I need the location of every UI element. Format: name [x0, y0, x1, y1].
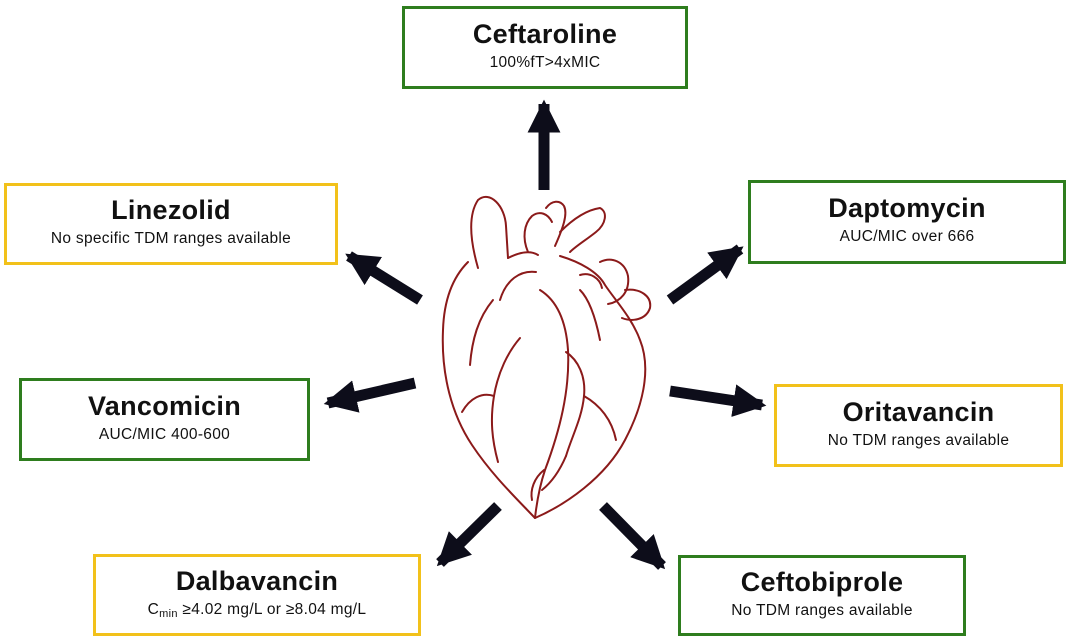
- tdm-target: AUC/MIC 400-600: [98, 425, 231, 443]
- drug-box-dalbavancin: Dalbavancin Cmin ≥4.02 mg/L or ≥8.04 mg/…: [93, 554, 421, 636]
- drug-name: Daptomycin: [828, 193, 986, 223]
- arrow-to-oritavancin: [669, 384, 767, 418]
- drug-name: Dalbavancin: [175, 566, 339, 596]
- drug-box-daptomycin: Daptomycin AUC/MIC over 666: [748, 180, 1066, 264]
- drug-box-oritavancin: Oritavancin No TDM ranges available: [774, 384, 1063, 467]
- drug-box-linezolid: Linezolid No specific TDM ranges availab…: [4, 183, 338, 265]
- arrow-to-daptomycin: [666, 244, 744, 305]
- heart-icon: [441, 196, 652, 519]
- drug-box-ceftobiprole: Ceftobiprole No TDM ranges available: [678, 555, 966, 636]
- drug-name: Vancomicin: [87, 390, 242, 421]
- arrow-to-linezolid: [345, 251, 423, 305]
- tdm-target: No specific TDM ranges available: [50, 230, 292, 247]
- tdm-target: No TDM ranges available: [827, 431, 1010, 449]
- drug-name: Ceftaroline: [472, 18, 618, 49]
- drug-name: Linezolid: [111, 195, 231, 225]
- tdm-target: Cmin ≥4.02 mg/L or ≥8.04 mg/L: [147, 601, 367, 620]
- drug-name: Ceftobiprole: [740, 566, 904, 597]
- drug-box-ceftaroline: Ceftaroline 100%fT>4xMIC: [402, 6, 688, 89]
- tdm-target: 100%fT>4xMIC: [489, 53, 601, 71]
- arrow-to-vancomicin: [323, 377, 417, 413]
- drug-box-vancomicin: Vancomicin AUC/MIC 400-600: [19, 378, 310, 461]
- tdm-target: No TDM ranges available: [731, 601, 913, 619]
- arrow-to-ceftobiprole: [599, 502, 666, 570]
- tdm-target: AUC/MIC over 666: [839, 228, 975, 245]
- arrow-to-dalbavancin: [436, 502, 502, 567]
- drug-name: Oritavancin: [842, 396, 995, 427]
